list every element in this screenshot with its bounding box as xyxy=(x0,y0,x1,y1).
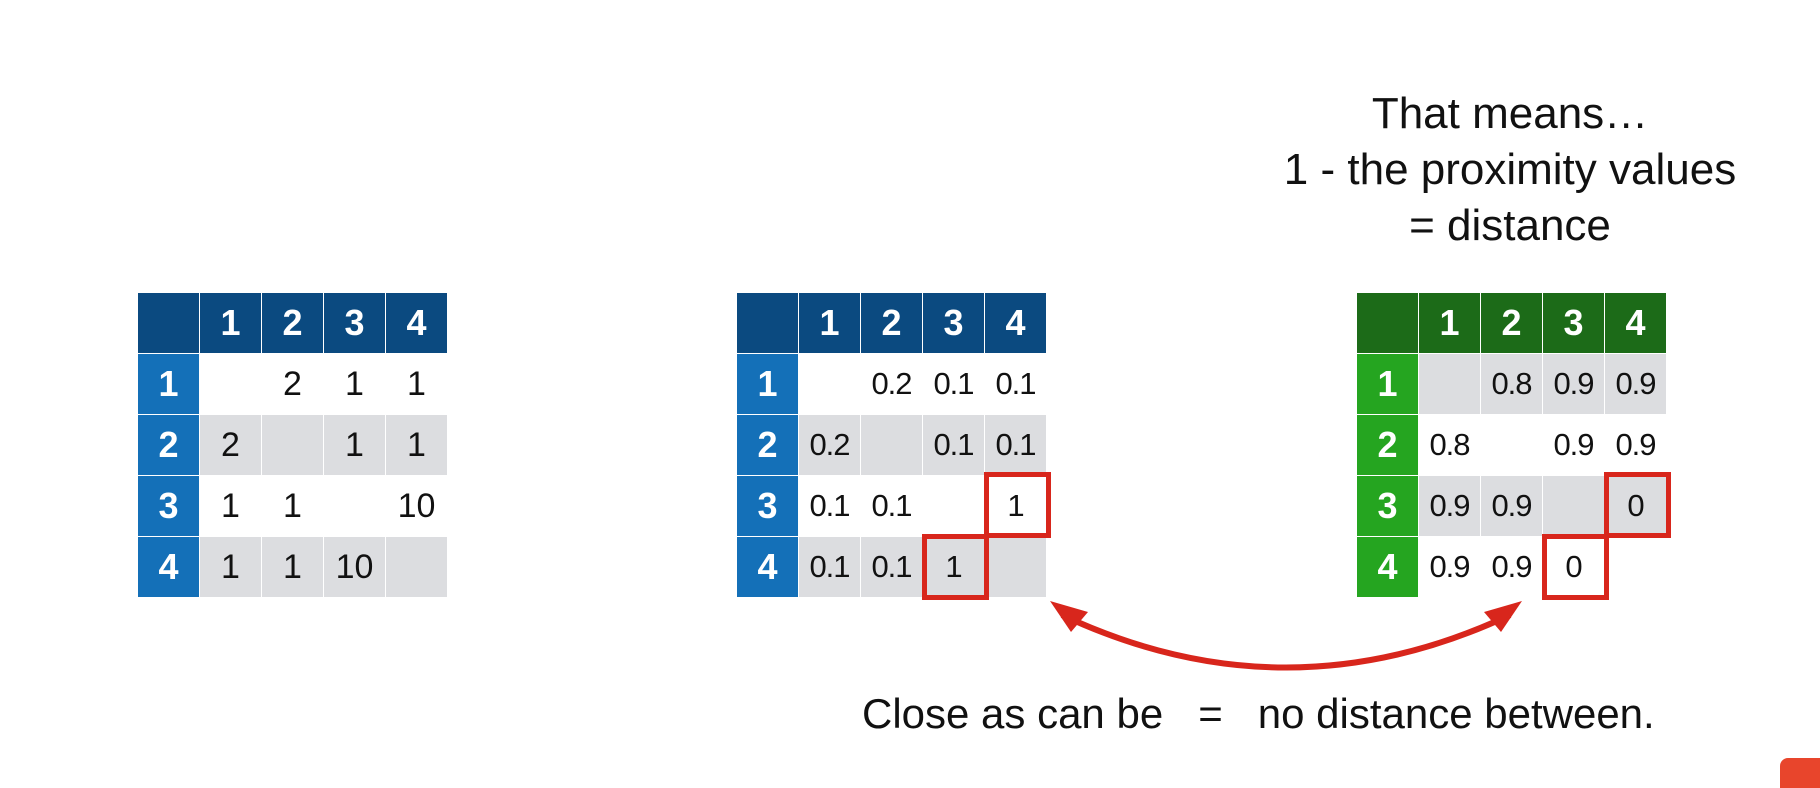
matrix-cell: 0.9 xyxy=(1480,536,1543,598)
column-header: 3 xyxy=(922,292,985,354)
row-header: 1 xyxy=(1356,353,1419,415)
proximity-highlight-3-4 xyxy=(984,472,1051,538)
caption: That means… 1 - the proximity values = d… xyxy=(1230,86,1790,254)
distance-highlight-3-4 xyxy=(1604,472,1671,538)
row-header: 2 xyxy=(1356,414,1419,476)
channel-logo xyxy=(1780,758,1820,788)
distance-highlight-4-3 xyxy=(1542,534,1609,600)
matrix-cell: 0.2 xyxy=(860,353,923,415)
matrix-cell: 0 xyxy=(1542,536,1605,598)
matrix-cell: 0.1 xyxy=(922,353,985,415)
equivalence-note: Close as can be = no distance between. xyxy=(862,690,1655,738)
arrow-head-right xyxy=(1484,601,1522,632)
caption-line-2: 1 - the proximity values xyxy=(1283,145,1737,194)
matrix-cell: 0.9 xyxy=(1604,353,1667,415)
matrix-cell: 1 xyxy=(261,536,324,598)
proximity-highlight-4-3 xyxy=(922,534,989,600)
matrix-cell: 0.8 xyxy=(1480,353,1543,415)
matrix-cell: 0.8 xyxy=(1418,414,1481,476)
matrix-cell: 1 xyxy=(199,536,262,598)
column-header: 1 xyxy=(798,292,861,354)
matrix-cell xyxy=(1418,353,1481,415)
row-header: 3 xyxy=(736,475,799,537)
note-right: no distance between. xyxy=(1257,690,1655,737)
matrix-cell: 0.1 xyxy=(798,536,861,598)
matrix-cell: 1 xyxy=(922,536,985,598)
matrix-cell: 0.9 xyxy=(1542,414,1605,476)
matrix-cell: 0.9 xyxy=(1604,414,1667,476)
matrix-cell xyxy=(199,353,262,415)
matrix-cell: 1 xyxy=(199,475,262,537)
matrix-cell: 0.1 xyxy=(984,353,1047,415)
matrix-cell: 0.1 xyxy=(860,475,923,537)
row-header: 4 xyxy=(736,536,799,598)
caption-line-1: That means… xyxy=(1371,89,1649,138)
matrix-cell: 1 xyxy=(261,475,324,537)
raw-count-matrix: 1 2 3 4 1 2 1 1 2 2 1 1 3 1 1 10 4 1 1 1… xyxy=(137,292,448,598)
column-header: 4 xyxy=(984,292,1047,354)
column-header: 4 xyxy=(1604,292,1667,354)
matrix-cell: 0.2 xyxy=(798,414,861,476)
matrix-cell: 1 xyxy=(323,414,386,476)
caption-line-3: = distance xyxy=(1409,201,1611,250)
matrix-cell: 2 xyxy=(199,414,262,476)
matrix-cell xyxy=(860,414,923,476)
row-header: 3 xyxy=(1356,475,1419,537)
column-header: 1 xyxy=(1418,292,1481,354)
arrow-curve xyxy=(1060,612,1512,671)
matrix-cell: 0.1 xyxy=(860,536,923,598)
matrix-cell: 0.1 xyxy=(984,414,1047,476)
proximity-matrix: 1 2 3 4 1 0.2 0.1 0.1 2 0.2 0.1 0.1 3 0.… xyxy=(736,292,1047,598)
row-header: 3 xyxy=(137,475,200,537)
column-header: 1 xyxy=(199,292,262,354)
matrix-cell xyxy=(1604,536,1667,598)
matrix-cell: 0.9 xyxy=(1480,475,1543,537)
matrix-cell xyxy=(1542,475,1605,537)
matrix-cell: 10 xyxy=(323,536,386,598)
column-header: 4 xyxy=(385,292,448,354)
matrix-cell: 0.9 xyxy=(1542,353,1605,415)
note-equals: = xyxy=(1198,690,1223,737)
note-left: Close as can be xyxy=(862,690,1164,737)
matrix-cell: 0.9 xyxy=(1418,536,1481,598)
arrow-head-left xyxy=(1050,601,1088,632)
row-header: 1 xyxy=(137,353,200,415)
row-header: 4 xyxy=(1356,536,1419,598)
matrix-cell xyxy=(261,414,324,476)
matrix-cell xyxy=(984,536,1047,598)
matrix-cell: 0.1 xyxy=(798,475,861,537)
matrix-cell: 1 xyxy=(385,414,448,476)
matrix-cell xyxy=(385,536,448,598)
row-header: 2 xyxy=(736,414,799,476)
corner-cell xyxy=(736,292,799,354)
distance-matrix: 1 2 3 4 1 0.8 0.9 0.9 2 0.8 0.9 0.9 3 0.… xyxy=(1356,292,1667,598)
matrix-cell: 1 xyxy=(385,353,448,415)
matrix-cell xyxy=(1480,414,1543,476)
row-header: 4 xyxy=(137,536,200,598)
matrix-cell: 2 xyxy=(261,353,324,415)
